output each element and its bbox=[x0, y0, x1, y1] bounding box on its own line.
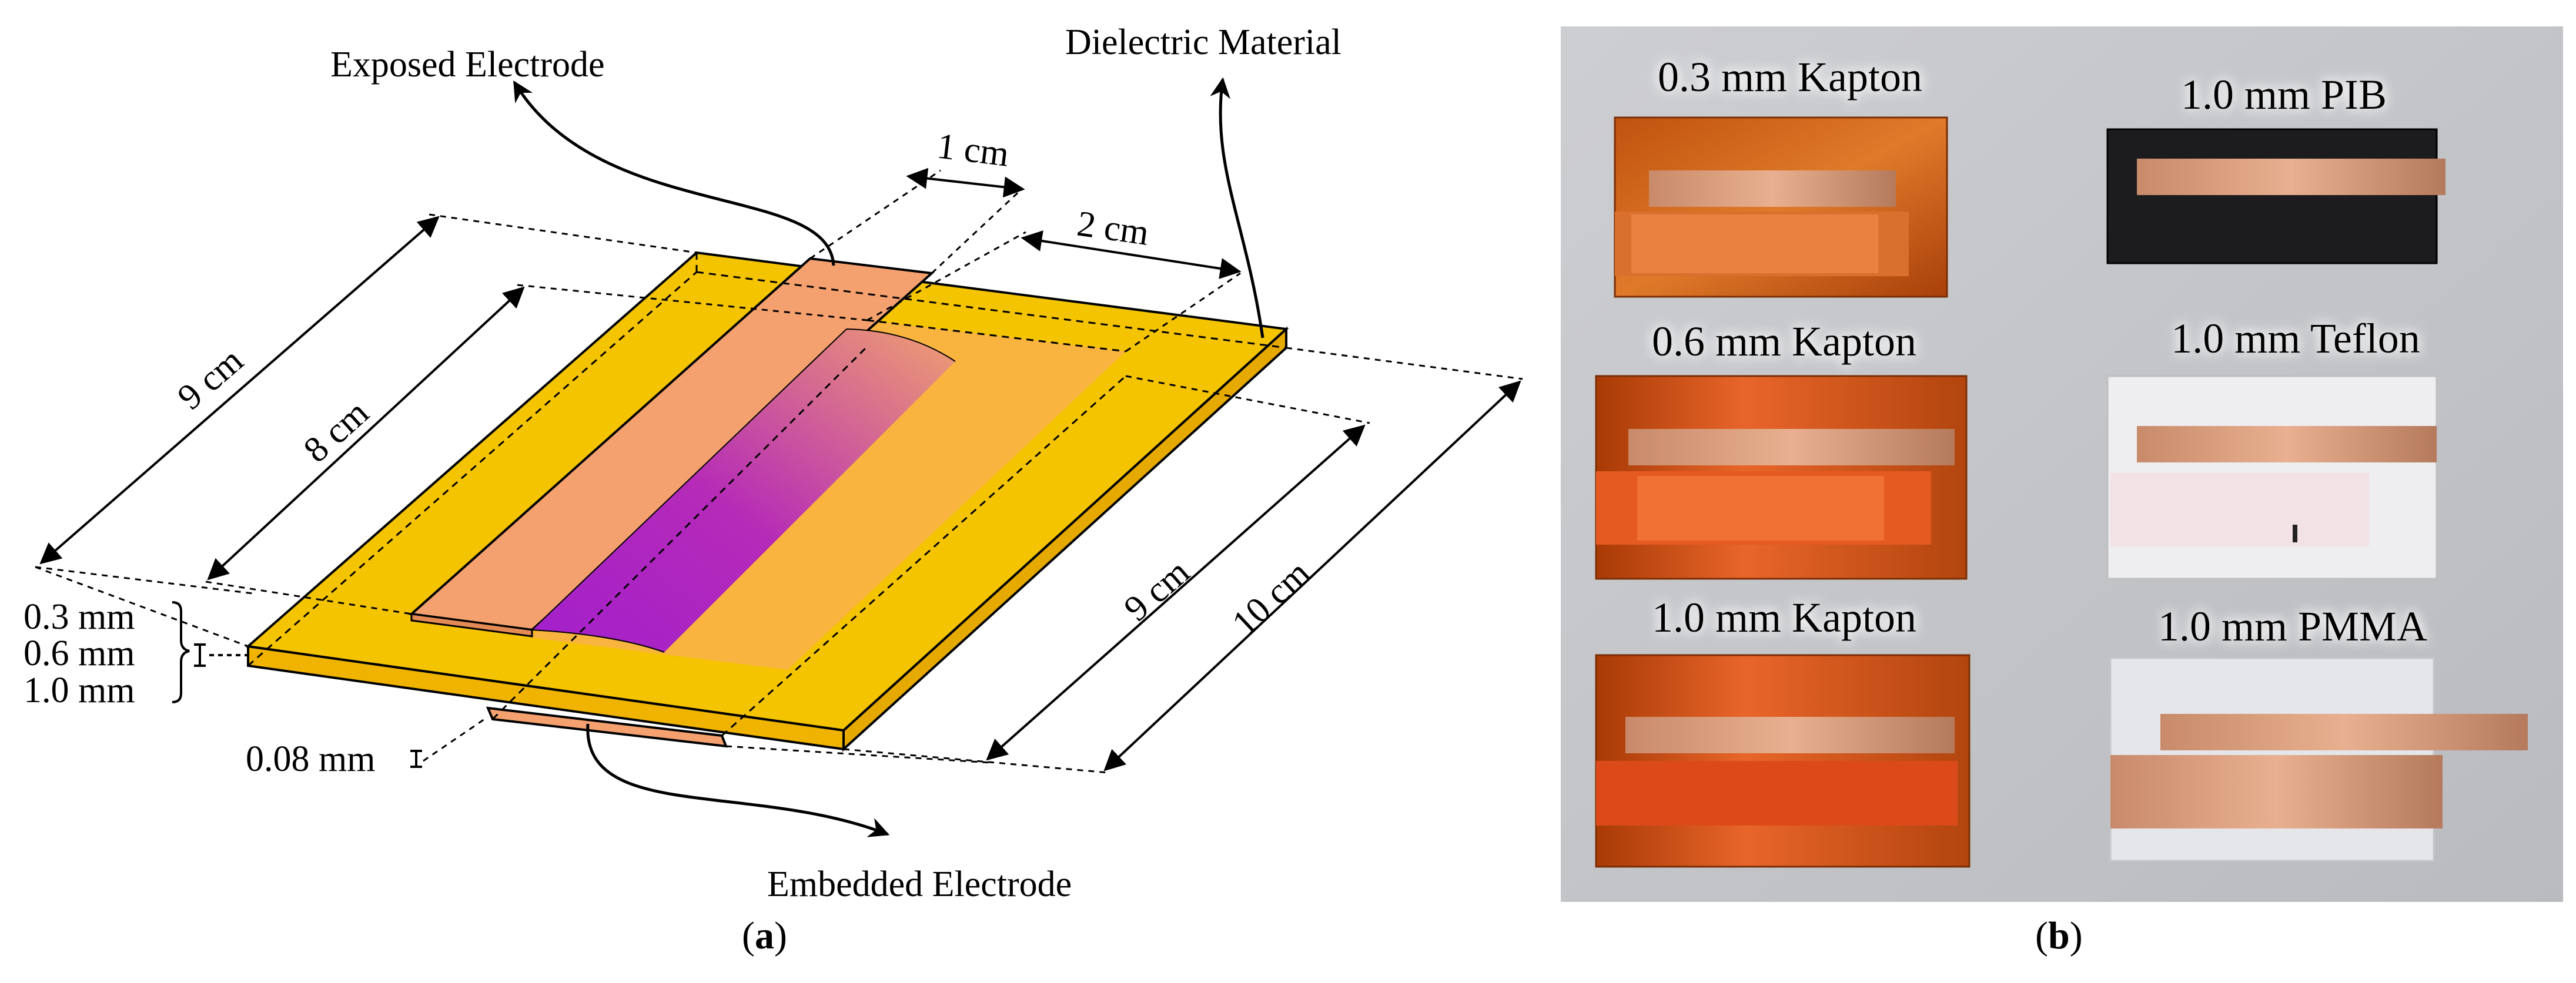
label-9cm-right: 9 cm bbox=[1117, 552, 1197, 629]
label-thickness-008: 0.08 mm bbox=[246, 739, 375, 779]
sample-photo: 0.3 mm Kapton 1.0 mm PIB 0.6 mm Kapton 1… bbox=[1561, 26, 2563, 902]
sample-label-3: 0.6 mm Kapton bbox=[1652, 318, 1916, 365]
label-exposed-electrode: Exposed Electrode bbox=[330, 45, 605, 85]
dim-8cm bbox=[207, 286, 525, 581]
label-8cm: 8 cm bbox=[296, 392, 376, 470]
electrode-thickness-marker bbox=[410, 750, 422, 768]
label-embedded-electrode: Embedded Electrode bbox=[767, 864, 1072, 904]
plasma-region bbox=[532, 329, 955, 652]
sample-label-2: 1.0 mm PIB bbox=[2181, 71, 2387, 118]
label-2cm: 2 cm bbox=[1075, 204, 1152, 253]
thickness-marker bbox=[194, 643, 247, 667]
exposed-electrode-side bbox=[410, 613, 533, 638]
sample-label-4: 1.0 mm Teflon bbox=[2171, 315, 2420, 362]
thickness-brace bbox=[172, 601, 190, 703]
dielectric-pointer bbox=[1210, 77, 1264, 338]
sample-label-6: 1.0 mm PMMA bbox=[2158, 603, 2427, 650]
label-thickness-03: 0.3 mm bbox=[24, 597, 135, 637]
label-1cm: 1 cm bbox=[935, 126, 1011, 174]
dim-10cm bbox=[1103, 380, 1521, 771]
exposed-electrode-pointer bbox=[513, 80, 835, 266]
embedded-electrode-pointer bbox=[586, 723, 890, 837]
caption-a-letter: a bbox=[754, 914, 774, 957]
sample-label-5: 1.0 mm Kapton bbox=[1652, 594, 1916, 641]
label-10cm: 10 cm bbox=[1225, 553, 1317, 643]
label-9cm-left: 9 cm bbox=[170, 340, 251, 418]
sample-1.0mm-kapton bbox=[1595, 654, 1971, 868]
sample-label-1: 0.3 mm Kapton bbox=[1658, 53, 1922, 100]
sample-0.3mm-kapton bbox=[1614, 116, 1948, 298]
sample-1.0mm-teflon bbox=[2106, 375, 2438, 580]
actuator-schematic: Exposed Electrode Dielectric Material Em… bbox=[24, 22, 1523, 904]
caption-b: (b) bbox=[2035, 914, 2083, 957]
dim-2cm bbox=[1021, 230, 1242, 279]
sample-1.0mm-pib bbox=[2106, 128, 2445, 264]
label-thickness-06: 0.6 mm bbox=[24, 633, 135, 673]
sample-0.6mm-kapton bbox=[1595, 375, 1968, 580]
extension-lines bbox=[35, 169, 1523, 774]
sample-1.0mm-pmma bbox=[2109, 657, 2528, 862]
dim-1cm bbox=[906, 167, 1025, 198]
caption-b-letter: b bbox=[2048, 914, 2070, 957]
caption-a: (a) bbox=[742, 914, 787, 957]
label-dielectric-material: Dielectric Material bbox=[1065, 22, 1341, 62]
dim-9cm-left bbox=[39, 216, 440, 565]
label-thickness-10: 1.0 mm bbox=[24, 670, 135, 710]
